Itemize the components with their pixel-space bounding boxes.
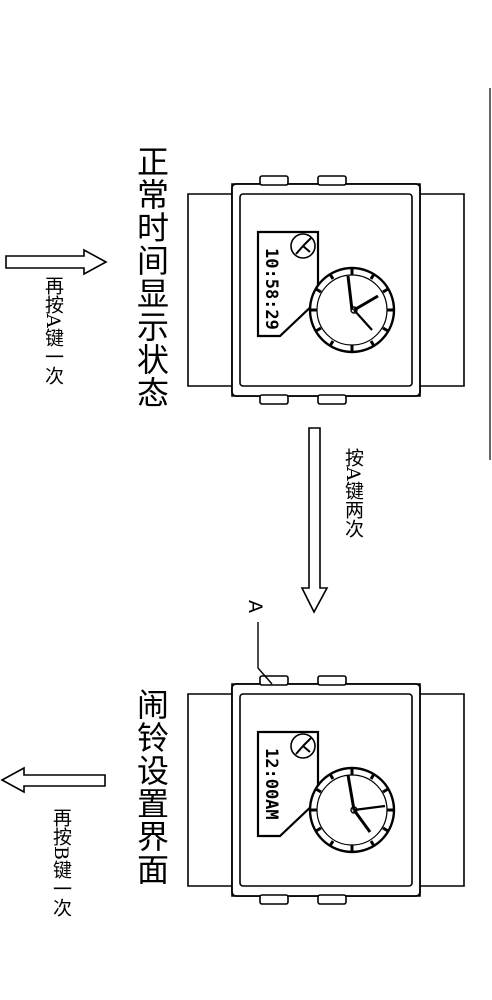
watch-icon <box>186 674 466 906</box>
arrow-icon <box>300 427 329 614</box>
step-press-b-again: 再按B键一次 <box>50 808 72 917</box>
lcd-digits-top: 10:58:29 <box>261 248 281 330</box>
alarm-state-caption: 闹铃设置界面 <box>132 688 170 886</box>
lcd-digits-bottom: 12:00AM <box>261 748 281 820</box>
watch-icon <box>186 174 466 406</box>
arrow-icon <box>5 248 108 276</box>
arrow-icon <box>0 766 106 794</box>
step-press-a-again: 再按A键一次 <box>42 276 64 385</box>
button-a-label: A <box>244 600 266 613</box>
button-a-leader <box>257 622 273 685</box>
normal-state-caption: 正常时间显示状态 <box>132 145 170 409</box>
step-press-a-twice: 按A键两次 <box>342 448 364 538</box>
